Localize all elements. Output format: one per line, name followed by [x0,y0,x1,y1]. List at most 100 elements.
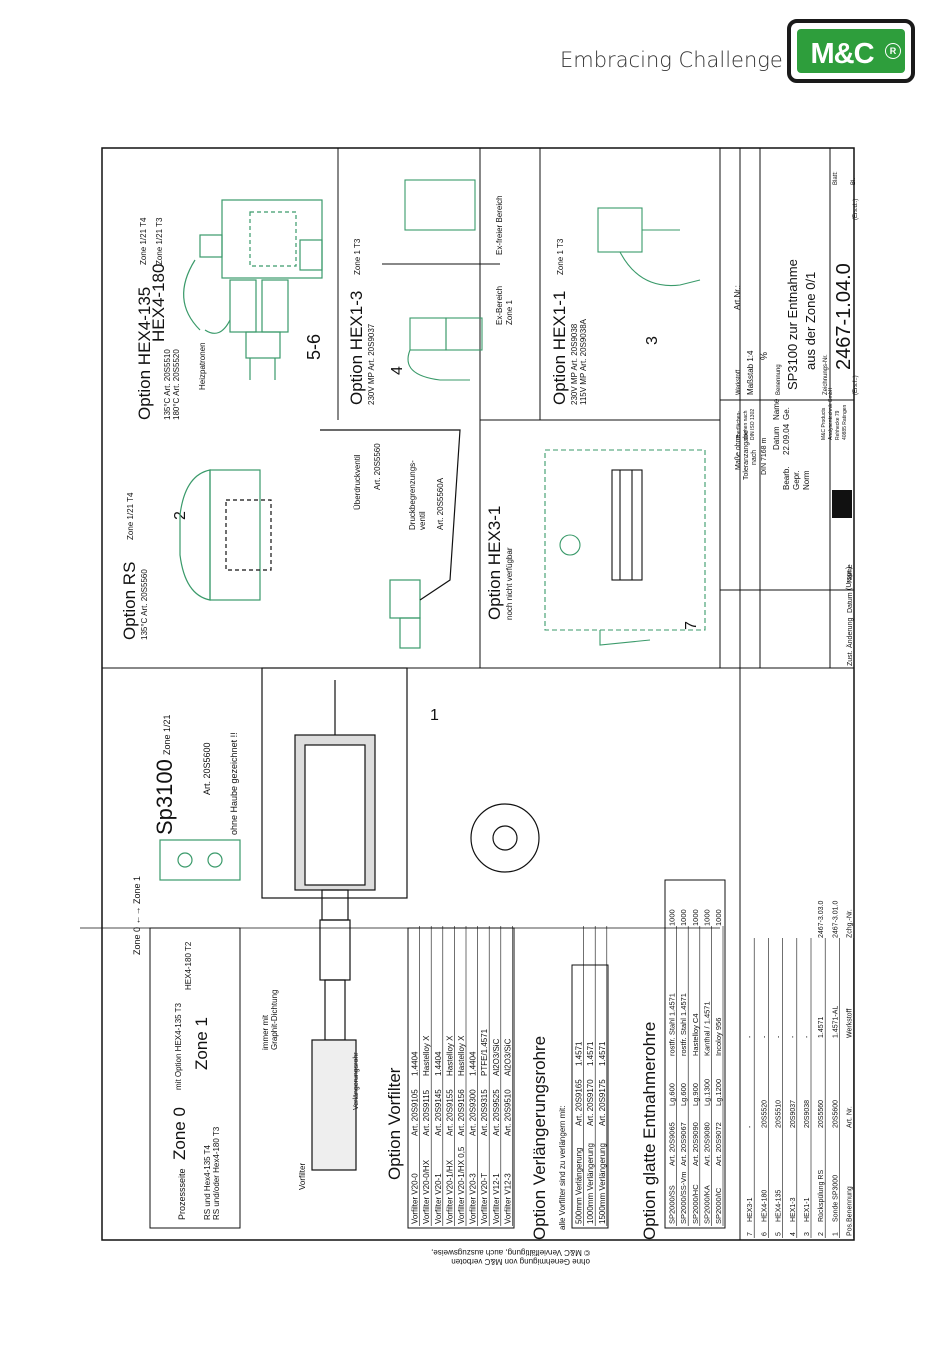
vorfilter-cell: Hastelloy X [445,1035,454,1076]
parts-cell: Zchg.-Nr. [847,909,854,938]
parts-cell: 20S5510 [776,1100,783,1128]
parts-cell: 2467-3.01.0 [832,901,839,938]
hex13-title: Option HEX1-3 [347,291,366,405]
glatt-cell: Incoloy 956 [714,1018,723,1056]
zust-label: Zust. [847,650,854,666]
verl-cell: Art. 20S9170 [586,1079,595,1126]
rs-oder: RS und/oder Hex4-180 T3 [212,1126,221,1220]
vorfilter-cell: Art. 20S9300 [469,1089,478,1136]
norm-label: Norm [802,470,811,490]
brand-logo: M&C R [787,19,915,83]
verl-cell: Art. 20S9165 [575,1079,584,1126]
vorfilter-cell: Art. 20S9510 [503,1089,512,1136]
parts-cell: Sonde SP3000 [832,1175,839,1222]
tolerance-4: DIN 7168 m [761,437,768,475]
verl-cell: 1500mm Verlängerung [598,1143,607,1224]
glatt-cell: 1000 [691,909,700,926]
parts-cell: 1.4571-AL [832,1006,839,1038]
vorfilter-cell: Art. 20S9315 [480,1089,489,1136]
vorfilter-cell: Vorfilter V20-1 [434,1173,443,1224]
vorfilter-cell: Al2O3/SiC [503,1038,512,1076]
surface-1: Oberflächen- [736,411,742,440]
hex4-art1: 135°C Art. 20S5510 [163,349,172,420]
hex4-label: Heizpatronen [198,342,207,390]
glatt-table: Option glatte Entnahmerohre SP2000/SSArt… [640,879,726,1240]
ohne-haube: ohne Haube gezeichnet !! [229,732,239,835]
verl-cell: Art. 20S9175 [598,1079,607,1126]
parts-cell: 20S5520 [761,1100,768,1128]
option-hex13-panel: Option HEX1-3 Zone 1 T3 230V MP Art. 20S… [347,195,514,405]
rs-valve2-art: Art. 20S5560A [436,477,445,530]
parts-cell: 2467-3.03.0 [818,901,825,938]
vorfilter-cell: 1.4404 [434,1051,443,1076]
rs-vessel-drawing [179,429,461,649]
vorfilter-cell: Art. 20S9525 [492,1089,501,1136]
rs-valve2-label1: Druckbegrenzungs- [408,460,417,530]
vorfilter-cell: Art. 20S9155 [445,1089,454,1136]
datum-col-label: Datum [847,592,854,613]
name-col-label: Name [847,564,854,583]
parts-cell: Werkstoff [847,1009,854,1038]
ers-durch: (Ers.d.:) [853,199,859,220]
parts-cell: - [761,1035,768,1038]
parts-cell: 20S5560 [818,1100,825,1128]
mc-mini-logo [832,490,852,518]
sp3100-title: Sp3100 [152,759,177,835]
option-hex4-panel: Option HEX4-135 Zone 1/21 T4 HEX4-180 Zo… [135,217,324,420]
hex31-subtitle: noch nicht verfügbar [505,547,514,620]
parts-cell: 20S9038 [804,1100,811,1128]
rs-art: 135°C Art. 20S5560 [140,569,149,640]
verl-cell: 500mm Verlängerung [575,1148,584,1225]
sp-zone: Zone 1/21 [162,714,172,755]
parts-cell: - [776,1035,783,1038]
surface-2: zeichen nach [743,410,749,440]
parts-cell: HEX4-135 [776,1190,783,1222]
glatt-cell: Lg.1300 [702,1079,711,1106]
footer-note-1: © M&C Vervielfältigung, auch auszugsweis… [431,1248,590,1257]
glatt-cell: rostfr. Stahl 1.4571 [668,993,677,1056]
immer-mit: immer mit [261,1014,270,1050]
sp-art: Art. 20S5600 [202,742,212,795]
hex13-art: 230V MP Art. 20S9037 [367,323,376,405]
zeichnung-label: Zeichnungs-Nr. [823,354,829,395]
hex13-ex-free: Ex-freier Bereich [495,195,504,255]
drawing-frame [101,147,855,1241]
rs-valve1-art: Art. 20S5560 [373,443,382,490]
vorfilter-cell: Al2O3/SiC [492,1038,501,1076]
vorfilter-cell: 1.4404 [411,1051,420,1076]
glatt-cell: Hastelloy C4 [691,1013,700,1056]
parts-cell: 1 [832,1232,839,1236]
vorfilter-row: Vorfilter V20-0/HX Art. 20S9115 Hastelloy … [422,1035,431,1224]
hex4-zone1: Zone 1/21 T4 [139,217,148,265]
vorfilter-cell: Art. 20S9105 [411,1089,420,1136]
vorfilter-cell: Hastelloy X [457,1035,466,1076]
company-1: M&C Products [821,407,827,440]
parts-cell: - [747,1125,754,1128]
verl-table-note: alle Vorfilter sind zu verlängern mit: [558,1106,567,1231]
benennung-2: aus der Zone 0/1 [803,272,818,370]
benennung-label: Benennung [776,364,782,395]
art-nr-label: Art.Nr.: [733,285,742,310]
percent-value: % [759,352,769,360]
hex4-art2: 180°C Art. 20S5520 [172,349,181,420]
glatt-cell: Kanthal / 1.4571 [702,1001,711,1056]
surface-3: DIN ISO 1302 [750,409,756,440]
title-block: Maßstab 1:4 Werkstoff Art.Nr.: % Benennu… [720,148,859,1240]
vorfilter-cell: Vorfilter V20-1/HX 0,5 [457,1146,466,1224]
vorfilter-cell: Hastelloy X [422,1035,431,1076]
hex11-zone: Zone 1 T3 [556,238,565,275]
vorfilter-cell: Vorfilter V20-T [480,1173,489,1224]
vorfilter-cell: Art. 20S9115 [422,1089,431,1136]
aenderung-label: Änderung [846,618,854,648]
company-3: Rehhecke 79 [835,410,841,440]
vorfilter-cell: Vorfilter V20-0/HX [422,1159,431,1224]
